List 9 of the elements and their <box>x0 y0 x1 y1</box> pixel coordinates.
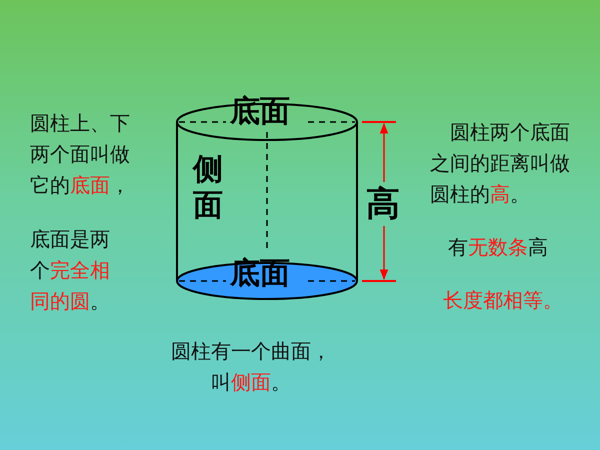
note-text: 长度都相等。 <box>443 287 563 314</box>
note-text: 有无数条高 <box>448 234 548 261</box>
note-text: 圆柱两个底面之间的距离叫做圆柱的高。 <box>430 119 571 208</box>
note-text: 底面是两个完全相同的圆。 <box>30 226 111 315</box>
note-text: 圆柱有一个曲面，叫侧面。 <box>170 338 332 396</box>
note-text: 圆柱上、下两个面叫做它的底面， <box>30 110 131 199</box>
side-label: 侧面 <box>193 152 224 224</box>
height-label: 高 <box>366 186 400 222</box>
base-label: 底面 <box>230 256 290 292</box>
